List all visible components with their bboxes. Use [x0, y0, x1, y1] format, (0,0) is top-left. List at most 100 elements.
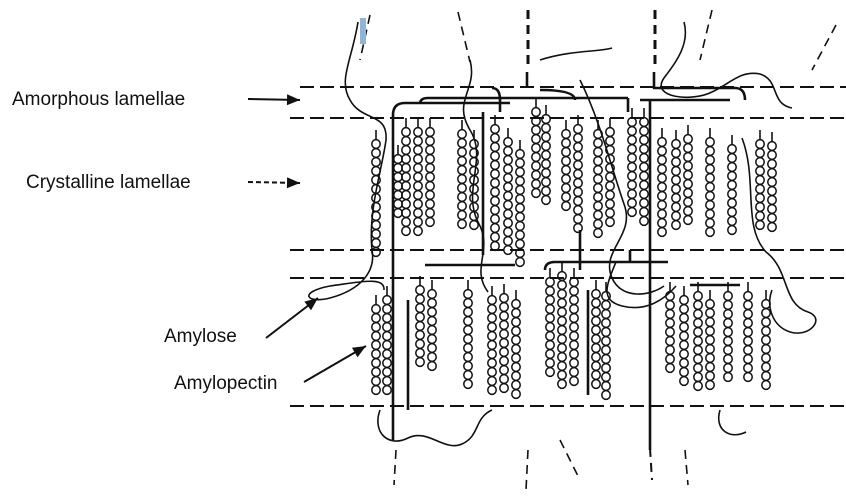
helix-bead: [512, 300, 520, 309]
helix-bead: [706, 363, 714, 372]
helix-bead: [402, 191, 410, 200]
double-helix: [532, 98, 540, 197]
helix-bead: [756, 221, 764, 230]
helix-bead: [602, 355, 610, 364]
helix-bead: [724, 310, 732, 319]
helix-bead: [516, 213, 524, 222]
helix-bead: [592, 290, 600, 299]
helix-bead: [592, 317, 600, 326]
helix-bead: [658, 192, 666, 201]
helix-bead: [744, 364, 752, 373]
helix-bead: [464, 326, 472, 335]
helix-bead: [680, 305, 688, 314]
amylose-chain: [607, 262, 676, 308]
helix-bead: [458, 193, 466, 202]
helix-bead: [512, 354, 520, 363]
helix-bead: [464, 290, 472, 299]
dashed-strand: [812, 25, 836, 70]
helix-bead: [706, 156, 714, 165]
helix-bead: [464, 353, 472, 362]
helix-bead: [658, 156, 666, 165]
helix-bead: [402, 173, 410, 182]
helix-bead: [416, 358, 424, 367]
helix-bead: [500, 339, 508, 348]
double-helix: [724, 282, 732, 381]
helix-bead: [426, 218, 434, 227]
helix-bead: [464, 335, 472, 344]
arrow-head: [352, 346, 366, 357]
helix-bead: [606, 191, 614, 200]
double-helix: [542, 105, 550, 204]
helix-bead: [504, 156, 512, 165]
helix-bead: [402, 146, 410, 155]
helix-bead: [694, 337, 702, 346]
helix-bead: [394, 182, 402, 191]
double-helix: [602, 282, 610, 399]
helix-bead: [414, 218, 422, 227]
helix-bead: [512, 390, 520, 399]
helix-bead: [724, 355, 732, 364]
helix-bead: [416, 304, 424, 313]
helix-bead: [574, 179, 582, 188]
helix-bead: [464, 299, 472, 308]
double-helix: [680, 286, 688, 385]
helix-bead: [744, 346, 752, 355]
helix-bead: [516, 150, 524, 159]
helix-bead: [594, 148, 602, 157]
helix-bead: [426, 182, 434, 191]
helix-bead: [768, 223, 776, 232]
helix-bead: [532, 108, 540, 117]
helix-bead: [562, 193, 570, 202]
helix-bead: [546, 305, 554, 314]
helix-bead: [558, 326, 566, 335]
helix-bead: [458, 148, 466, 157]
helix-bead: [694, 373, 702, 382]
helix-bead: [504, 165, 512, 174]
double-helix: [628, 108, 636, 216]
double-helix: [464, 280, 472, 388]
helix-bead: [500, 357, 508, 366]
helix-bead: [516, 222, 524, 231]
helix-bead: [562, 202, 570, 211]
helix-bead: [706, 327, 714, 336]
helix-bead: [594, 211, 602, 220]
double-helix: [372, 130, 380, 256]
helix-bead: [592, 380, 600, 389]
helix-bead: [491, 224, 499, 233]
helix-bead: [684, 189, 692, 198]
helix-bead: [680, 350, 688, 359]
helix-bead: [680, 377, 688, 386]
helix-bead: [426, 173, 434, 182]
helix-bead: [672, 221, 680, 230]
double-helix: [756, 130, 764, 229]
label-arrow: [304, 346, 366, 382]
helix-bead: [728, 163, 736, 172]
amylopectin-label: Amylopectin: [174, 374, 278, 393]
helix-bead: [574, 197, 582, 206]
helix-bead: [516, 186, 524, 195]
helix-bead: [562, 130, 570, 139]
amylopectin-backbone: [492, 88, 500, 112]
helix-bead: [491, 206, 499, 215]
helix-bead: [428, 344, 436, 353]
helix-bead: [470, 194, 478, 203]
helix-bead: [464, 344, 472, 353]
helix-bead: [372, 350, 380, 359]
helix-bead: [491, 179, 499, 188]
helix-bead: [562, 157, 570, 166]
helix-bead: [706, 219, 714, 228]
helix-bead: [706, 138, 714, 147]
helix-bead: [428, 317, 436, 326]
helix-bead: [542, 178, 550, 187]
helix-bead: [744, 328, 752, 337]
helix-bead: [414, 227, 422, 236]
helix-bead: [562, 184, 570, 193]
helix-bead: [628, 199, 636, 208]
helix-bead: [694, 355, 702, 364]
helix-bead: [470, 221, 478, 230]
helix-bead: [416, 340, 424, 349]
helix-bead: [728, 190, 736, 199]
helix-bead: [532, 180, 540, 189]
helix-bead: [592, 326, 600, 335]
double-helix: [592, 280, 600, 388]
